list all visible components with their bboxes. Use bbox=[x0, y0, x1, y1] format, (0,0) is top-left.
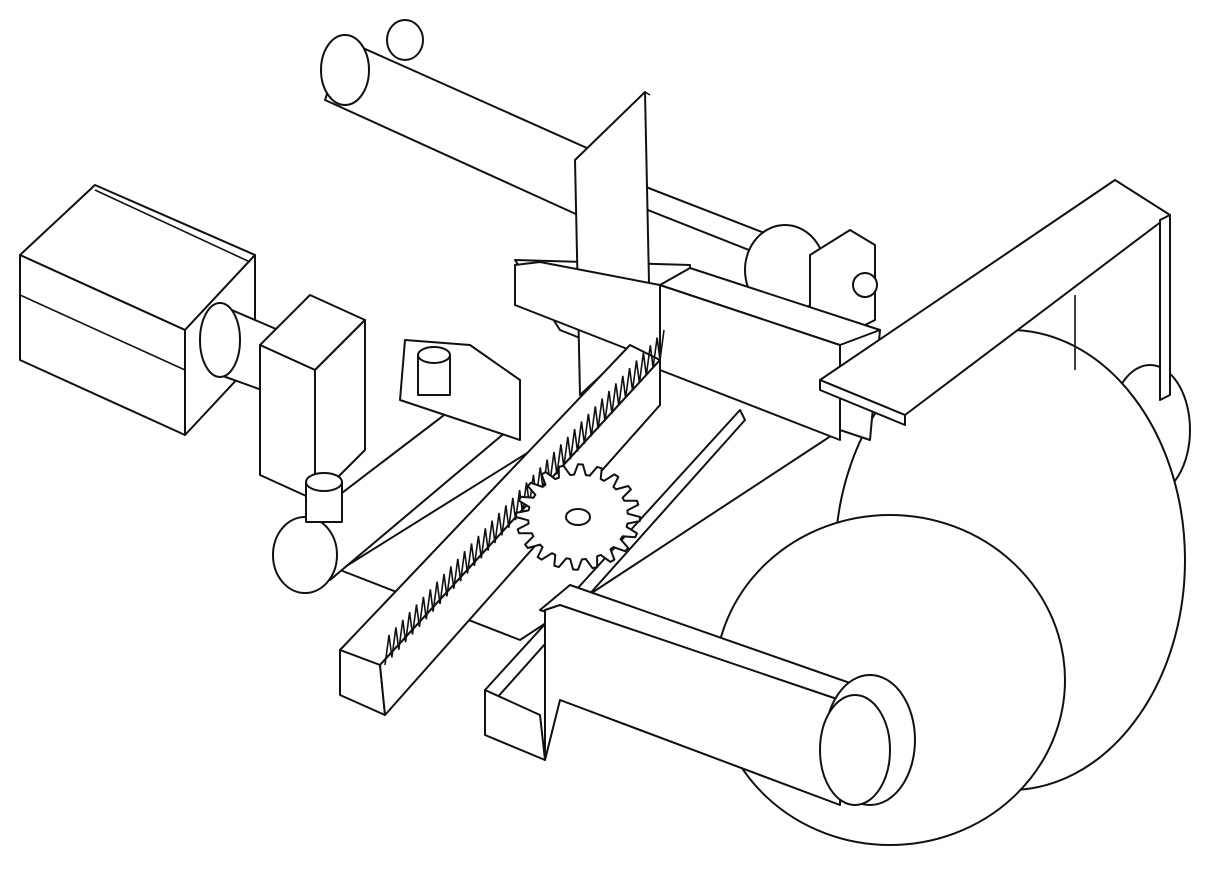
crank-arm bbox=[539, 584, 916, 806]
pinion-gear bbox=[515, 463, 641, 571]
coupling-block bbox=[259, 294, 366, 501]
lower-cylinder bbox=[272, 339, 521, 594]
gear-rack bbox=[339, 329, 665, 716]
top-bracket bbox=[819, 179, 1171, 426]
motor bbox=[19, 184, 256, 436]
